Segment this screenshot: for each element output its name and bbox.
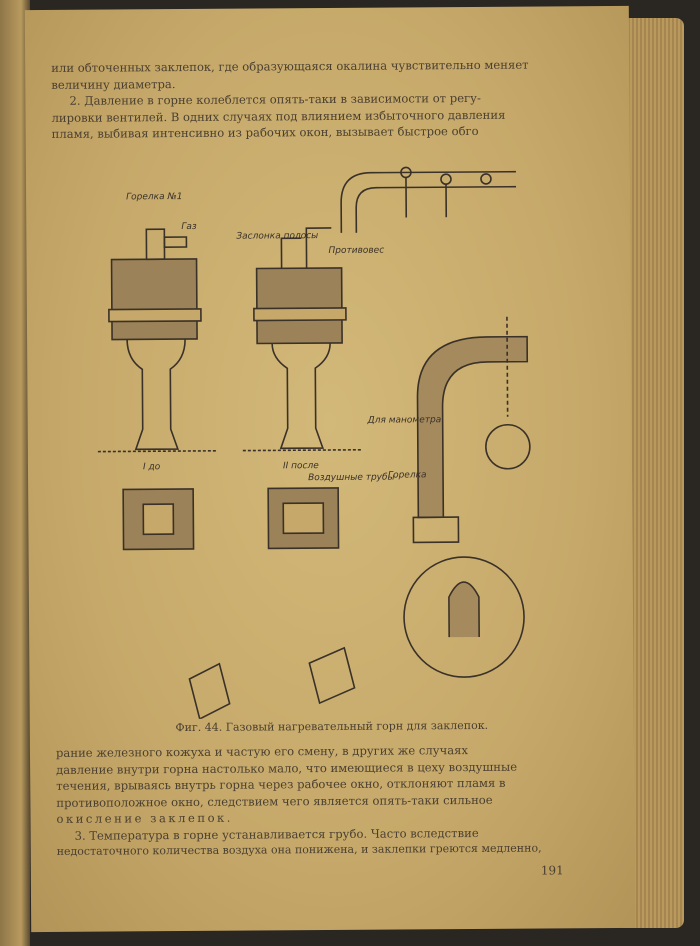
book-page: или обточенных заклепок, где образующаяс…: [24, 5, 636, 933]
label-air-pipes: Воздушные трубы: [308, 473, 395, 484]
label-damper: Заслонка полосы: [236, 231, 318, 242]
label-after: II после: [283, 461, 319, 471]
label-burner: Горелка: [388, 470, 427, 480]
figure-caption: Фиг. 44. Газовый нагревательный горн для…: [175, 718, 489, 735]
label-counterweight: Противовес: [328, 246, 384, 256]
furnace-diagram: Горелка №1 Газ Заслонка полосы Противове…: [97, 166, 531, 720]
page-number: 191: [540, 863, 564, 878]
label-before: I до: [143, 462, 161, 472]
text-line: пламя, выбивая интенсивно из рабочих око…: [51, 123, 479, 141]
text-line: недостаточного количества воздуха она по…: [56, 841, 542, 858]
top-paragraph: или обточенных заклепок, где образующаяс…: [51, 56, 572, 142]
label-burner1: Горелка №1: [126, 192, 182, 202]
bottom-paragraph: рание железного кожуха и частую его смен…: [56, 741, 577, 860]
label-gas: Газ: [181, 222, 197, 232]
label-manometer: Для манометра: [367, 415, 442, 426]
